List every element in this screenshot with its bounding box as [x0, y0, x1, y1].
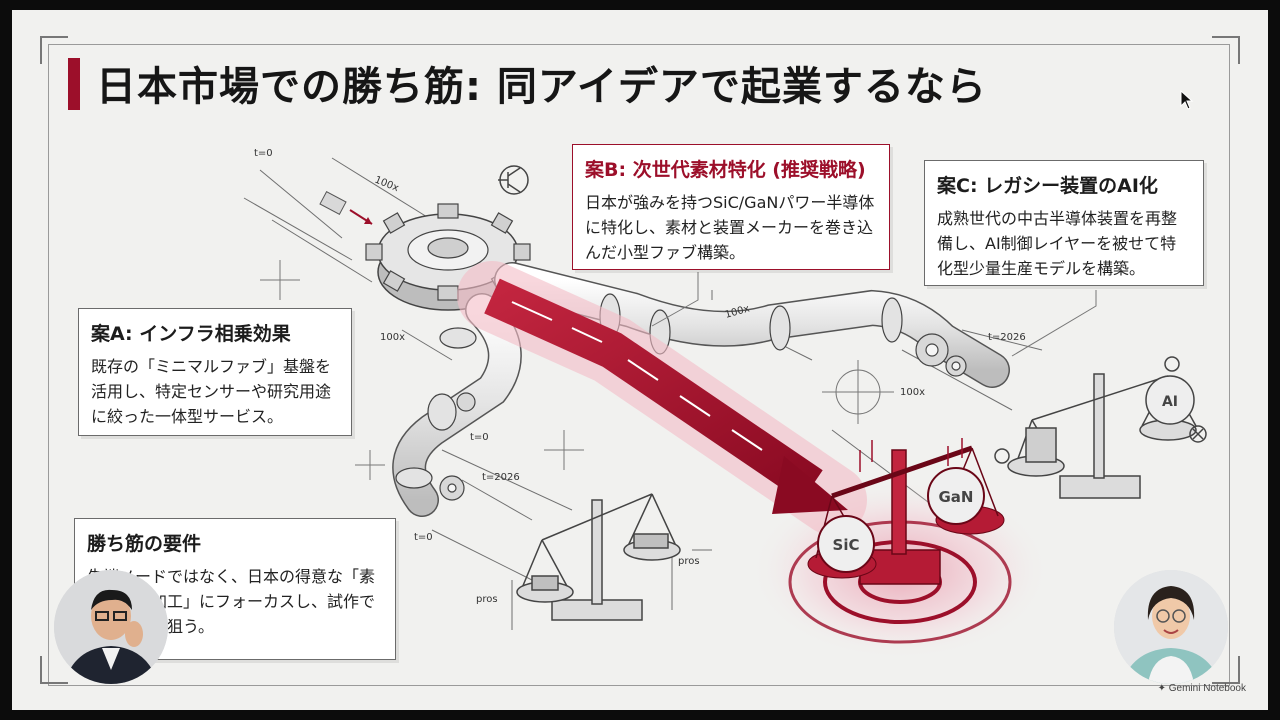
- avatar: [1114, 570, 1228, 684]
- option-b-box: 案B: 次世代素材特化 (推奨戦略) 日本が強みを持つSiC/GaNパワー半導体…: [572, 144, 890, 270]
- label-sic: SiC: [833, 536, 860, 554]
- sparkle-icon: ✦: [1157, 683, 1166, 694]
- option-b-body: 日本が強みを持つSiC/GaNパワー半導体に特化し、素材と装置メーカーを巻き込ん…: [585, 193, 875, 262]
- brain-icon: [1145, 375, 1195, 425]
- brand-watermark: ✦ Gemini Notebook: [1158, 683, 1246, 694]
- label-pros-right: pros: [678, 556, 700, 567]
- highlighted-pipe: [457, 261, 867, 535]
- label-pros-left: pros: [476, 594, 498, 605]
- frame-corner: [40, 36, 68, 64]
- label-t2026-mid: t=2026: [482, 472, 520, 483]
- option-a-box: 案A: インフラ相乗効果 既存の「ミニマルファブ」基盤を活用し、特定センサーや研…: [78, 308, 352, 436]
- label-t0-bottom: t=0: [414, 532, 433, 543]
- requirements-title: 勝ち筋の要件: [87, 533, 202, 555]
- label-gan: GaN: [939, 488, 974, 506]
- option-a-title: 案A: インフラ相乗効果: [91, 323, 291, 345]
- label-ai: AI: [1162, 394, 1178, 410]
- label-t2026-right: t=2026: [988, 332, 1026, 343]
- frame-corner: [1212, 36, 1240, 64]
- brand-label: Gemini Notebook: [1168, 683, 1246, 694]
- label-t0-mid: t=0: [470, 432, 489, 443]
- sic-wafer: [817, 515, 875, 573]
- option-b-title: 案B: 次世代素材特化 (推奨戦略): [585, 159, 866, 181]
- label-100x-top: 100x: [373, 175, 400, 195]
- slide-frame: [48, 44, 1230, 686]
- gan-wafer: [927, 467, 985, 525]
- balance-scale-center: [807, 438, 1005, 585]
- option-a-body: 既存の「ミニマルファブ」基盤を活用し、特定センサーや研究用途に絞った一体型サービ…: [91, 357, 332, 426]
- mouse-cursor-icon: [1180, 90, 1194, 110]
- webcam-presenter-right: [1114, 570, 1228, 684]
- label-t0-top: t=0: [254, 148, 273, 159]
- connector-line: [1011, 290, 1097, 357]
- balance-scale-left: [516, 493, 681, 621]
- frame-corner: [1212, 656, 1240, 684]
- label-100x-right: 100x: [900, 387, 925, 398]
- transistor-icon: [498, 165, 529, 195]
- frame-corner: [40, 656, 68, 684]
- option-c-box: 案C: レガシー装置のAI化 成熟世代の中古半導体装置を再整備し、AI制御レイヤ…: [924, 160, 1204, 286]
- title-accent-bar: [68, 58, 80, 110]
- technical-illustration: t=0 100x 100x 100x 100x t=2026 t=0 t=202…: [243, 148, 1207, 660]
- small-gear-icon: [439, 333, 967, 501]
- slide: 日本市場での勝ち筋: 同アイデアで起業するなら: [12, 10, 1268, 710]
- chip-icon: [319, 190, 373, 225]
- option-c-title: 案C: レガシー装置のAI化: [937, 175, 1158, 197]
- connector-line: [651, 272, 699, 327]
- balance-scale-right: [994, 356, 1207, 499]
- webcam-presenter-left: [54, 570, 168, 684]
- option-c-body: 成熟世代の中古半導体装置を再整備し、AI制御レイヤーを被せて特化型少量生産モデル…: [937, 209, 1178, 278]
- slide-title: 日本市場での勝ち筋: 同アイデアで起業するなら: [96, 64, 987, 110]
- crosshair-marks: [260, 260, 894, 480]
- label-100x-left: 100x: [380, 332, 405, 343]
- avatar: [54, 570, 168, 684]
